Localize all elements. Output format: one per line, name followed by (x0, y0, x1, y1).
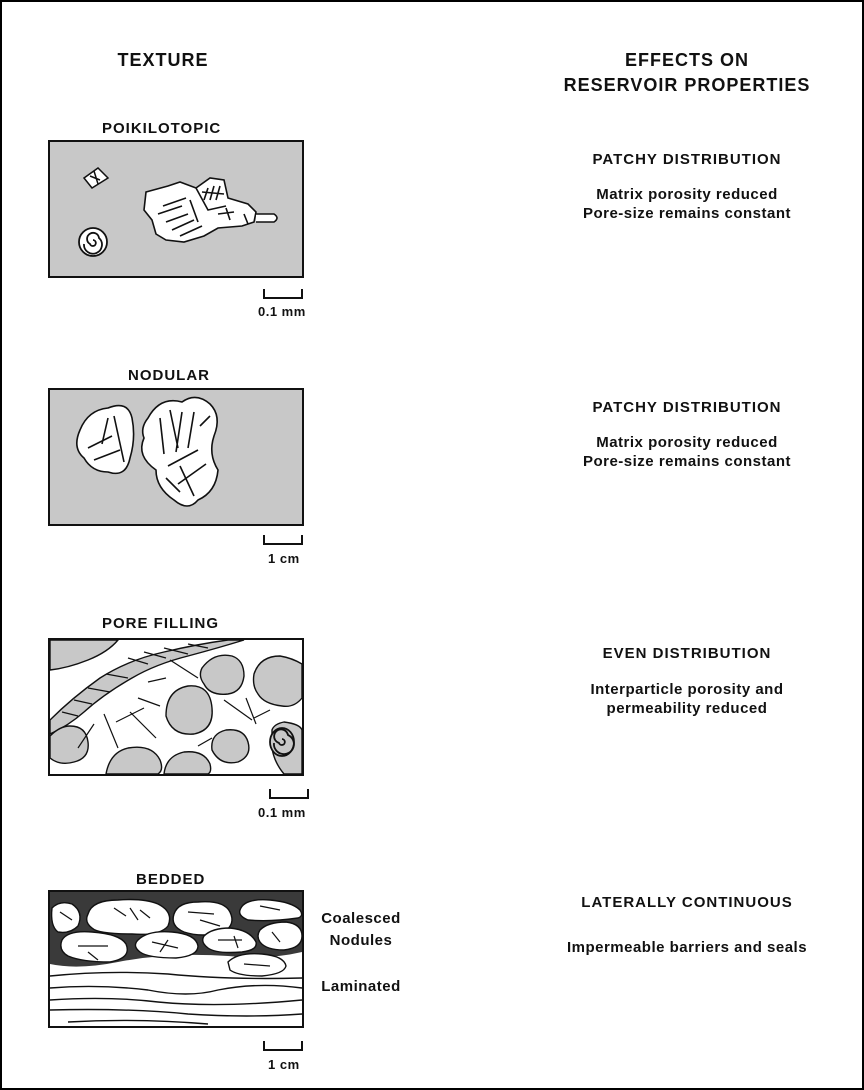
scale-bar-poikilotopic (262, 288, 306, 300)
scale-bar-nodular (262, 534, 306, 546)
scale-label-nodular: 1 cm (268, 551, 300, 566)
effect-desc-1-poikilotopic: Matrix porosity reduced (507, 185, 864, 204)
texture-title-pore-filling: PORE FILLING (102, 615, 219, 632)
texture-title-bedded: BEDDED (136, 871, 205, 888)
effect-desc-2-nodular: Pore-size remains constant (507, 452, 864, 471)
effect-title-bedded: LATERALLY CONTINUOUS (507, 894, 864, 911)
spiral-fossil (79, 228, 107, 256)
effect-desc-1-nodular: Matrix porosity reduced (507, 433, 864, 452)
side-label-nodules: Nodules (316, 930, 406, 952)
side-label-coalesced: Coalesced (316, 908, 406, 930)
spiral-fossil-pore (270, 728, 294, 756)
effect-desc-2-poikilotopic: Pore-size remains constant (507, 204, 864, 223)
effect-title-poikilotopic: PATCHY DISTRIBUTION (507, 151, 864, 168)
bedded-panel (48, 890, 304, 1028)
nodular-panel (48, 388, 304, 526)
scale-bar-pore-filling (268, 788, 312, 800)
effect-desc-2-pore-filling: permeability reduced (507, 699, 864, 718)
pore-filling-panel (48, 638, 304, 776)
effect-title-nodular: PATCHY DISTRIBUTION (507, 399, 864, 416)
scale-label-bedded: 1 cm (268, 1057, 300, 1072)
scale-bar-bedded (262, 1040, 306, 1052)
scale-label-poikilotopic: 0.1 mm (258, 304, 306, 319)
effect-desc-1-bedded: Impermeable barriers and seals (507, 938, 864, 957)
poikilotopic-panel (48, 140, 304, 278)
side-label-laminated: Laminated (316, 976, 406, 998)
effect-desc-1-pore-filling: Interparticle porosity and (507, 680, 864, 699)
texture-title-nodular: NODULAR (128, 367, 210, 384)
texture-title-poikilotopic: POIKILOTOPIC (102, 120, 221, 137)
scale-label-pore-filling: 0.1 mm (258, 805, 306, 820)
effect-title-pore-filling: EVEN DISTRIBUTION (507, 645, 864, 662)
texture-column-header: TEXTURE (98, 50, 228, 71)
effects-column-header-line2: RESERVOIR PROPERTIES (522, 75, 852, 96)
effects-column-header-line1: EFFECTS ON (522, 50, 852, 71)
